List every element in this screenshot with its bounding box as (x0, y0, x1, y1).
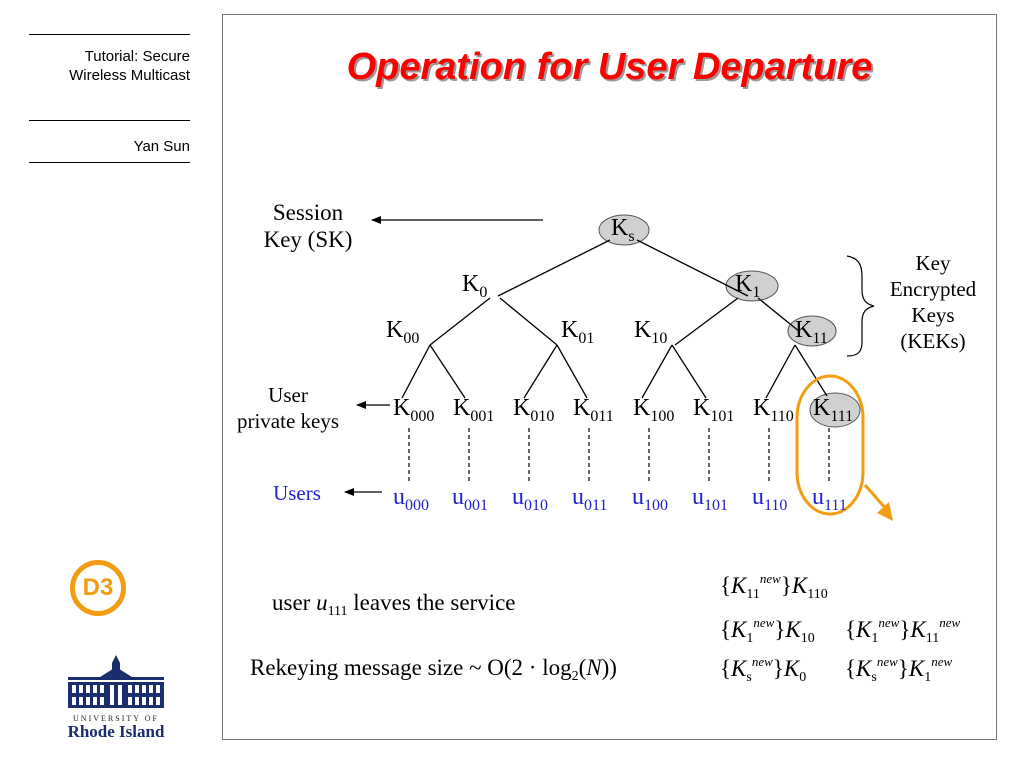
edge-k10-k101 (671, 344, 707, 399)
edge-k10-k100 (641, 344, 673, 399)
rekey-size-formula: Rekeying message size ~ O(2 · log2(N)) (250, 655, 617, 684)
university-caption-small: UNIVERSITY OF (73, 714, 159, 723)
edge-k11-k110 (765, 344, 796, 399)
d3-badge: D3 (70, 560, 126, 616)
rekey-message-1: {K11new}K110 (720, 571, 828, 602)
sidebar-rule-top (29, 34, 190, 35)
user-u010: u010 (512, 484, 548, 514)
edge-k0-k00 (429, 297, 491, 346)
session-key-label: Session Key (SK) (263, 200, 353, 252)
leaf-k011: K011 (573, 395, 614, 425)
user-u101: u101 (692, 484, 728, 514)
node-highlight-k11 (787, 315, 837, 347)
node-k10: K10 (634, 317, 668, 347)
users-label: Users (273, 481, 321, 505)
leaf-k111: K111 (813, 395, 854, 425)
user-u001: u001 (452, 484, 488, 514)
kek-label: Key Encrypted Keys (KEKs) (889, 251, 977, 353)
user-u000: u000 (393, 484, 429, 514)
leaf-k101: K101 (693, 395, 735, 425)
user-u110: u110 (752, 484, 788, 514)
rekey-message-4: {Ksnew}K0 (720, 654, 807, 685)
edge-k01-k010 (523, 344, 558, 399)
user-u111: u111 (812, 484, 847, 514)
node-k01: K01 (561, 317, 595, 347)
course-title-line2: Wireless Multicast (69, 67, 190, 84)
leaf-k001: K001 (453, 395, 495, 425)
edge-ks-k1 (636, 239, 749, 297)
slide-frame (222, 14, 997, 740)
edge-k1-k10 (674, 297, 739, 346)
user-u011: u011 (572, 484, 608, 514)
edge-ks-k0 (497, 239, 611, 297)
departing-user-arrow (863, 484, 889, 511)
edge-k11-k111 (794, 344, 828, 397)
edge-k01-k011 (556, 344, 588, 399)
node-k00: K00 (386, 317, 420, 347)
node-k0: K0 (462, 271, 488, 301)
author-name: Yan Sun (133, 138, 190, 155)
sidebar-rule-mid (29, 120, 190, 121)
slide-title: Operation for User Departure (346, 46, 873, 88)
user-private-keys-label: User private keys (236, 383, 340, 433)
user-u100: u100 (632, 484, 668, 514)
node-k1: K1 (735, 271, 761, 301)
leaf-k100: K100 (633, 395, 675, 425)
kek-brace (846, 255, 875, 357)
sidebar-rule-bottom (29, 162, 190, 163)
rekey-message-3: {K1new}K11new (845, 615, 961, 646)
departing-user-arrowhead (877, 502, 893, 521)
node-k11: K11 (795, 317, 828, 347)
leaf-k000: K000 (393, 395, 435, 425)
node-highlight-k1 (725, 270, 779, 302)
university-caption-name: Rhode Island (67, 722, 165, 741)
node-highlight-ks (598, 214, 650, 246)
node-highlight-k111 (809, 392, 861, 428)
university-logo-icon (68, 655, 164, 708)
edge-k1-k11 (757, 297, 801, 333)
edge-k00-k000 (401, 344, 431, 399)
course-title-line1: Tutorial: Secure (84, 48, 190, 65)
rekey-message-5: {Ksnew}K1new (845, 654, 953, 685)
leaf-k110: K110 (753, 395, 794, 425)
edge-k0-k01 (499, 297, 558, 346)
leaf-k010: K010 (513, 395, 555, 425)
departing-user-highlight (795, 374, 865, 516)
node-ks: Ks (611, 215, 635, 245)
rekey-message-2: {K1new}K10 (720, 615, 815, 646)
departure-statement: user u111 leaves the service (272, 590, 516, 619)
edge-k00-k001 (429, 344, 466, 399)
